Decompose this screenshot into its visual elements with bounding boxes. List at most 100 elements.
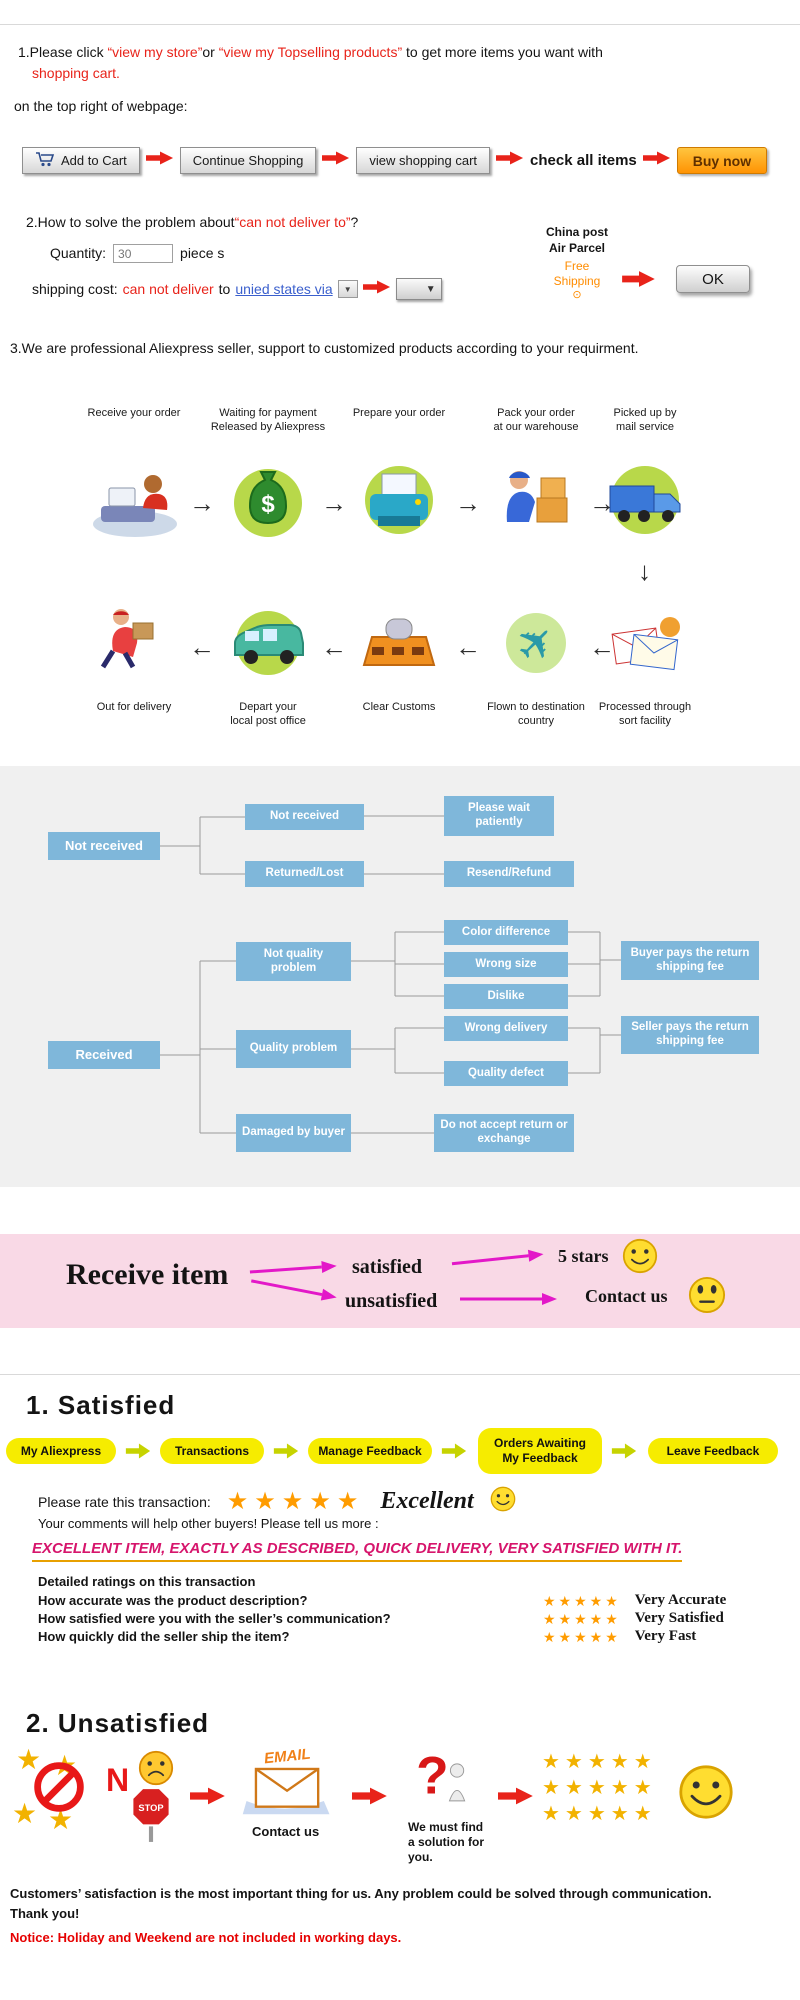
- red-arrow-icon: [145, 150, 174, 171]
- step1-text: 1.Please click: [18, 44, 108, 60]
- process-label: Out for delivery: [96, 701, 172, 713]
- radio-dot-icon[interactable]: ⊙: [572, 289, 582, 301]
- step2-title: 2.How to solve the problem about“can not…: [26, 212, 358, 233]
- free-shipping-label: Free Shipping ⊙: [535, 259, 619, 303]
- contact-us-caption: Contact us: [252, 1824, 320, 1839]
- nav-arrow-icon: [272, 1442, 300, 1465]
- free-shipping-line2: Shipping: [553, 274, 601, 288]
- excellent-label: Excellent: [380, 1488, 474, 1514]
- five-stars-label: 5 stars: [558, 1246, 609, 1266]
- flow-node-received-root: Received: [48, 1041, 160, 1069]
- happy-smiley-icon: [622, 1238, 658, 1279]
- flow-node-color-difference: Color difference: [444, 920, 568, 945]
- truck-icon: [598, 453, 693, 548]
- chevron-down-icon: ▼: [343, 284, 352, 294]
- sad-smiley-icon: [138, 1750, 174, 1791]
- flow-node-buyer-pays: Buyer pays the return shipping fee: [621, 941, 759, 980]
- rating-stars: ★★★★★: [543, 1592, 621, 1609]
- quantity-row: Quantity: piece s: [50, 243, 224, 264]
- five-star-row: ★★★★★: [542, 1751, 657, 1773]
- happy-smiley-icon: [490, 1486, 516, 1517]
- left-arrow-icon: ←: [589, 632, 615, 662]
- rating-row: How satisfied were you with the seller’s…: [38, 1610, 783, 1627]
- red-arrow-icon: [190, 1786, 226, 1811]
- post-van-icon: [221, 596, 316, 691]
- flow-node-damaged-by-buyer: Damaged by buyer: [236, 1114, 351, 1152]
- step2-text: ?: [350, 214, 359, 230]
- star-icon: ★: [12, 1798, 38, 1829]
- process-label: Receive your order: [87, 407, 181, 419]
- step1-line2: shopping cart.: [32, 65, 120, 81]
- nav-my-aliexpress[interactable]: My Aliexpress: [6, 1438, 116, 1464]
- shipping-method-dropdown[interactable]: ▼: [395, 278, 442, 300]
- topselling-products-link[interactable]: “view my Topselling products”: [218, 44, 403, 60]
- rating-stars[interactable]: ★★★★★: [226, 1487, 365, 1515]
- ok-button[interactable]: OK: [676, 265, 750, 293]
- satisfied-label: satisfied: [352, 1256, 422, 1278]
- view-shopping-cart-label: view shopping cart: [369, 153, 478, 168]
- flow-node-wrong-size: Wrong size: [444, 952, 568, 977]
- unsatisfied-heading: 2. Unsatisfied: [26, 1708, 210, 1738]
- email-envelope-icon: [238, 1752, 338, 1823]
- red-arrow-icon: [322, 150, 350, 171]
- left-arrow-icon: ←: [455, 632, 481, 662]
- view-my-store-link[interactable]: “view my store”: [107, 44, 203, 60]
- rating-answer: Very Accurate: [634, 1592, 727, 1608]
- can-not-deliver-text: “can not deliver to”: [234, 214, 351, 230]
- svg-text:STOP: STOP: [138, 1803, 163, 1813]
- rating-question: How quickly did the seller ship the item…: [38, 1629, 290, 1644]
- rating-answer: Very Satisfied: [634, 1610, 724, 1626]
- big-smiley-icon: [678, 1764, 734, 1825]
- quantity-input[interactable]: [113, 244, 174, 263]
- nav-leave-feedback[interactable]: Leave Feedback: [648, 1438, 778, 1464]
- receive-item-banner: Receive item satisfied unsatisfied 5 sta…: [0, 1234, 800, 1328]
- can-not-deliver-label: can not deliver: [122, 280, 214, 297]
- rating-answer: Very Fast: [634, 1628, 697, 1644]
- question-figure-icon: ?: [402, 1742, 476, 1823]
- rating-question: How satisfied were you with the seller’s…: [38, 1611, 391, 1626]
- flowchart-connectors: [160, 815, 621, 1134]
- satisfied-heading: 1. Satisfied: [26, 1390, 176, 1420]
- add-to-cart-button[interactable]: Add to Cart: [22, 147, 140, 174]
- magenta-arrow-icon: [449, 1247, 545, 1276]
- flow-node-not-received-root: Not received: [48, 832, 160, 860]
- unsatisfied-label: unsatisfied: [345, 1290, 438, 1312]
- right-arrow-icon: →: [589, 488, 615, 518]
- star-icon: ★: [16, 1744, 42, 1775]
- continue-shopping-button[interactable]: Continue Shopping: [179, 147, 317, 174]
- buy-now-button[interactable]: Buy now: [676, 147, 768, 174]
- shipping-row: shipping cost:can not deliver to unied s…: [32, 278, 442, 300]
- ok-label: OK: [702, 270, 724, 288]
- airplane-icon: ✈: [489, 596, 584, 691]
- step1-instructions: 1.Please click “view my store”or “view m…: [14, 42, 782, 117]
- nav-orders-awaiting-feedback[interactable]: Orders Awaiting My Feedback: [478, 1428, 602, 1474]
- destination-dropdown[interactable]: ▼: [337, 280, 358, 298]
- nav-manage-feedback[interactable]: Manage Feedback: [308, 1438, 432, 1464]
- left-arrow-icon: ←: [321, 632, 347, 662]
- nav-arrow-icon: [610, 1442, 638, 1465]
- step1-line1: 1.Please click “view my store”or “view m…: [18, 42, 782, 63]
- receive-item-title: Receive item: [66, 1258, 229, 1291]
- free-shipping-line1: Free: [564, 259, 590, 273]
- quantity-label: Quantity:: [50, 245, 107, 261]
- destination-link[interactable]: unied states via: [235, 280, 333, 297]
- red-arrow-icon: [498, 1786, 534, 1811]
- prohibition-icon: [32, 1760, 86, 1819]
- flow-node-no-return: Do not accept return or exchange: [434, 1114, 574, 1152]
- surprised-smiley-icon: [688, 1276, 726, 1319]
- nav-transactions[interactable]: Transactions: [160, 1438, 264, 1464]
- five-star-row: ★★★★★: [542, 1777, 657, 1799]
- comments-hint: Your comments will help other buyers! Pl…: [38, 1516, 379, 1531]
- shipping-to-text: to: [218, 280, 231, 297]
- rating-row: How accurate was the product description…: [38, 1592, 783, 1609]
- view-shopping-cart-button[interactable]: view shopping cart: [356, 147, 491, 174]
- money-bag-icon: $: [221, 453, 316, 548]
- svg-text:✈: ✈: [504, 611, 568, 675]
- buy-now-label: Buy now: [692, 152, 752, 169]
- svg-text:$: $: [261, 491, 275, 518]
- step1-text: or: [202, 44, 219, 60]
